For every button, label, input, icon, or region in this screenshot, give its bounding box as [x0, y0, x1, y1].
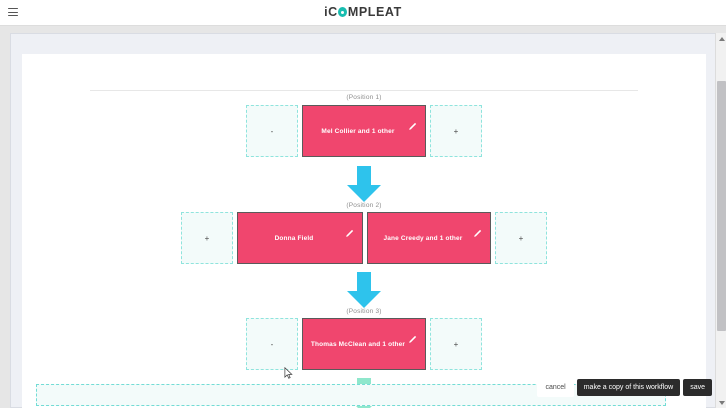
top-divider [90, 90, 638, 91]
cancel-button[interactable]: cancel [537, 378, 574, 397]
node-label: Thomas McClean and 1 other [310, 340, 406, 348]
scrollbar-down-arrow-icon[interactable] [716, 397, 726, 408]
dropzone-row1-right[interactable]: + [430, 105, 482, 157]
workflow-node-thomas-mcclean[interactable]: Thomas McClean and 1 other [302, 318, 426, 370]
page-frame: (Position 1) - Mel Collier and 1 other + [10, 33, 716, 408]
vertical-scrollbar[interactable] [715, 33, 726, 408]
position-label-3: (Position 3) [346, 308, 382, 315]
make-copy-button[interactable]: make a copy of this workflow [576, 379, 681, 396]
dropzone-row3-left[interactable]: - [246, 318, 298, 370]
pencil-icon[interactable] [408, 335, 417, 344]
workflow-node-donna-field[interactable]: Donna Field [237, 212, 363, 264]
dropzone-row2-right[interactable]: + [495, 212, 547, 264]
flow-arrow-2-icon [347, 272, 381, 308]
workflow-row-2: + Donna Field Jane Creedy and 1 other [22, 212, 706, 268]
pencil-icon[interactable] [345, 229, 354, 238]
action-bar: cancel make a copy of this workflow save [537, 378, 712, 397]
node-label: Donna Field [274, 234, 314, 242]
scrollbar-up-arrow-icon[interactable] [716, 33, 726, 44]
workflow-node-mel-collier[interactable]: Mel Collier and 1 other [302, 105, 426, 157]
node-label: Jane Creedy and 1 other [383, 234, 463, 242]
dropzone-row1-left[interactable]: - [246, 105, 298, 157]
logo-o-icon [338, 7, 348, 17]
scrollbar-thumb[interactable] [717, 81, 726, 331]
dropzone-row2-left[interactable]: + [181, 212, 233, 264]
pencil-icon[interactable] [408, 122, 417, 131]
grey-band [0, 27, 726, 37]
node-label: Mel Collier and 1 other [321, 127, 395, 135]
workflow-canvas: (Position 1) - Mel Collier and 1 other + [22, 54, 706, 408]
save-button[interactable]: save [683, 379, 712, 396]
logo-text-suffix: MPLEAT [347, 5, 402, 19]
flow-arrow-1-icon [347, 166, 381, 202]
app-logo: iC MPLEAT [0, 5, 726, 19]
logo-text-prefix: iC [324, 5, 338, 19]
dropzone-row3-right[interactable]: + [430, 318, 482, 370]
workflow-node-jane-creedy[interactable]: Jane Creedy and 1 other [367, 212, 491, 264]
position-label-2: (Position 2) [346, 202, 382, 209]
pencil-icon[interactable] [473, 229, 482, 238]
workflow-diagram: (Position 1) - Mel Collier and 1 other + [22, 54, 706, 408]
workflow-row-3: - Thomas McClean and 1 other + [22, 318, 706, 374]
position-label-1: (Position 1) [346, 94, 382, 101]
top-bar: iC MPLEAT [0, 0, 726, 26]
hamburger-icon[interactable] [8, 8, 18, 16]
workflow-row-1: - Mel Collier and 1 other + [22, 105, 706, 161]
